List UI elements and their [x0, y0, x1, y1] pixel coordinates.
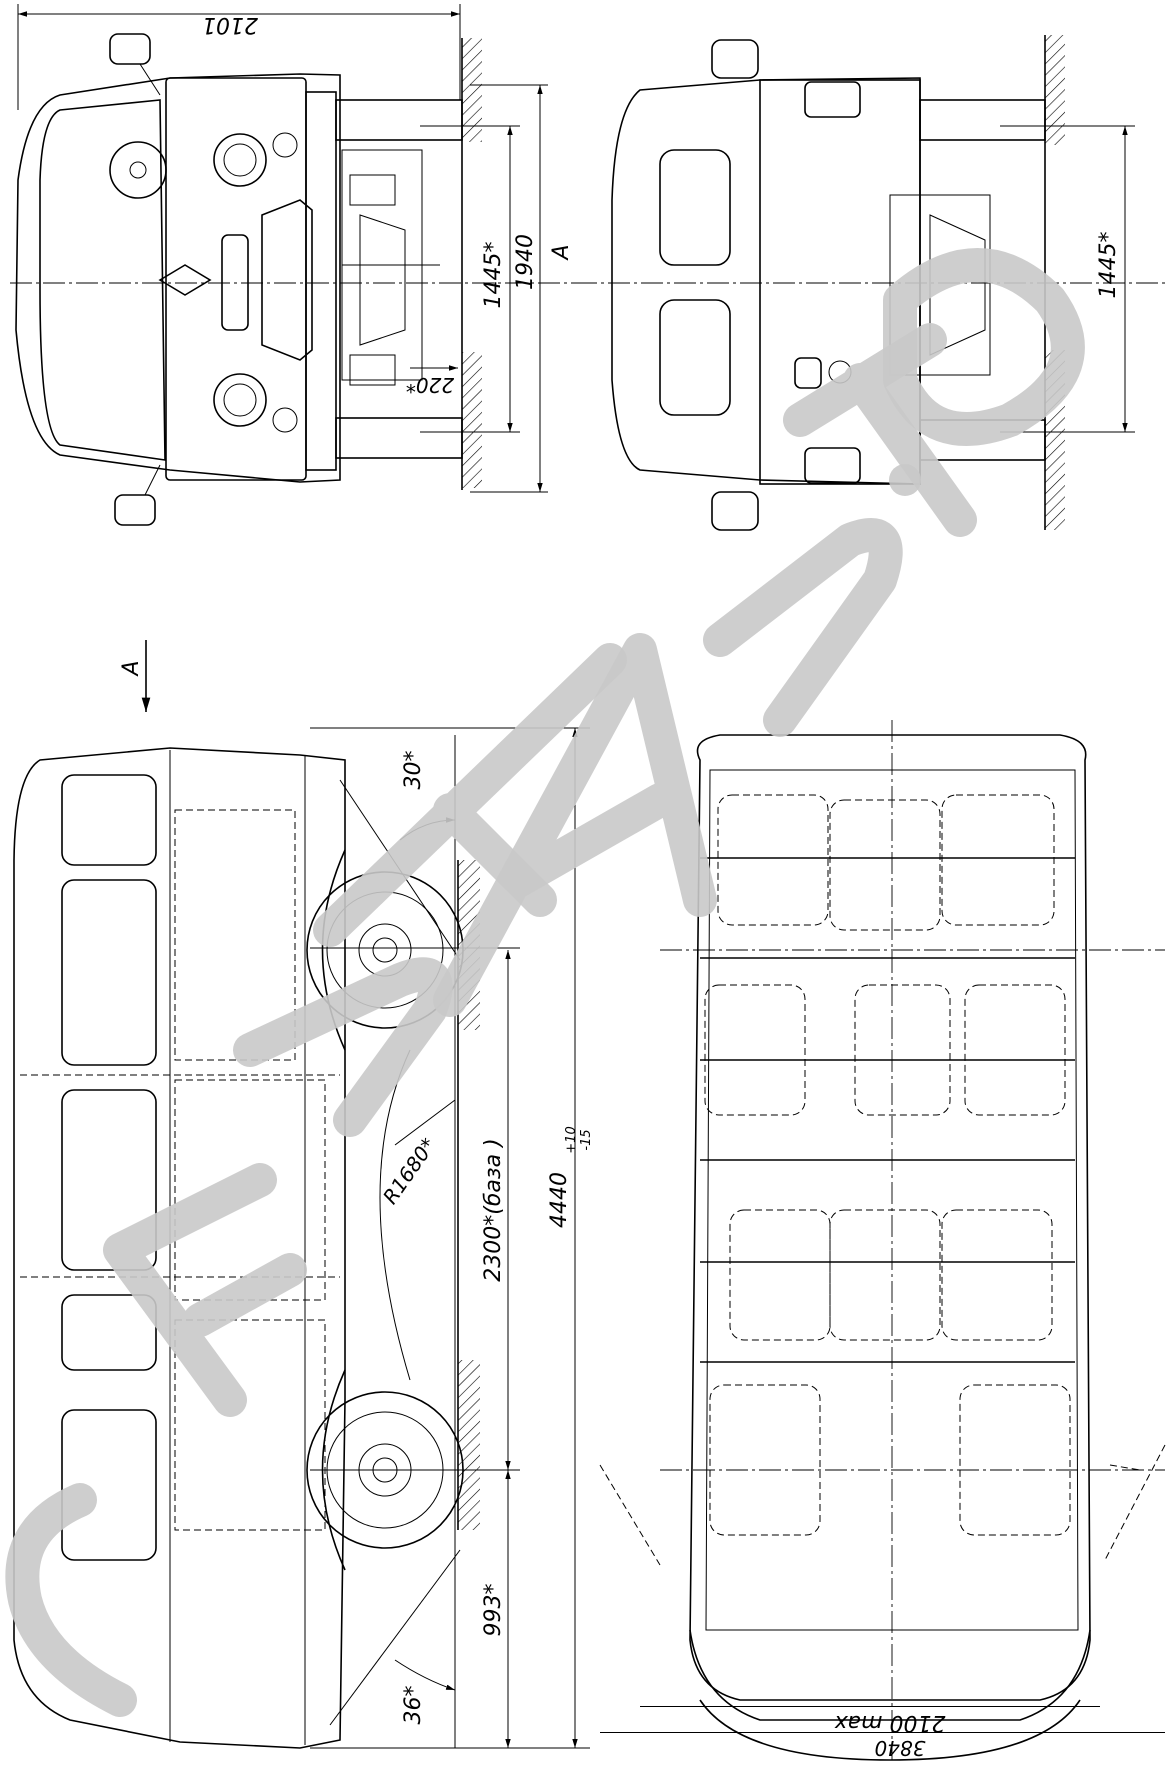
watermark-letter-o: [883, 248, 1085, 446]
dim-front-height: 1940: [513, 234, 538, 290]
rear-mirror-top: [711, 39, 759, 79]
dim-departure-angle: 36*: [401, 1686, 426, 1725]
dim-length-tolerance-plus: +10: [564, 1126, 579, 1153]
rear-ground-hatch-top: [1045, 35, 1065, 145]
watermark-letter-u: [703, 518, 903, 737]
dim-line-width-max: [640, 1706, 1100, 1707]
side-body-outline: [13, 747, 346, 1749]
side-window-1: [61, 774, 157, 866]
rear-view: 1445*: [575, 35, 1165, 531]
rear-window-lower: [659, 299, 731, 416]
side-view: A: [13, 640, 594, 1749]
side-window-2: [61, 879, 157, 1066]
side-window-4: [61, 1294, 157, 1371]
turning-radius-arc: [379, 1049, 411, 1381]
rear-body-outline: [611, 77, 921, 485]
dim-rear-overhang: 993*: [481, 1584, 506, 1637]
ground-hatch-top: [462, 38, 482, 142]
radiator-grille: [261, 199, 313, 361]
ground-hatch-bottom: [462, 352, 482, 488]
rear-window-upper: [659, 149, 731, 266]
watermark-letter-r: [233, 957, 453, 1137]
dim-wheelbase: 2300*(база ): [481, 1138, 506, 1281]
watermark-letter-s: [5, 1483, 137, 1717]
mirror-bottom: [114, 494, 156, 526]
view-label-a-side: A: [119, 660, 144, 677]
mirror-top: [109, 33, 151, 65]
watermark-letter-e: [103, 1163, 307, 1417]
dim-rear-track: 1445*: [1096, 232, 1121, 299]
front-body-outline: [15, 73, 341, 483]
view-label-a-front: A: [549, 244, 574, 261]
dim-mirror-width: 3840: [874, 1736, 926, 1760]
dim-front-width: 2101: [202, 12, 258, 37]
dim-approach-angle: 30*: [401, 751, 426, 790]
dim-length-tolerance-minus: -15: [579, 1129, 594, 1150]
headlight-upper: [213, 133, 267, 187]
dim-line-mirror-width: [600, 1732, 1165, 1733]
dim-front-clearance: 220*: [406, 373, 454, 397]
steering-wheel: [109, 141, 167, 199]
dim-turning-radius: R1680*: [378, 1133, 441, 1208]
rear-mirror-bottom: [711, 491, 759, 531]
logo-emblem: [158, 264, 212, 296]
front-view: 2101 1445* 1940 220* A: [10, 4, 590, 526]
dim-overall-length: 4440: [547, 1172, 572, 1228]
roof-outline: [689, 734, 1091, 1701]
top-view: [599, 720, 1166, 1761]
watermark: [5, 248, 1085, 1717]
side-window-5: [61, 1409, 157, 1561]
side-window-3: [61, 1089, 157, 1271]
watermark-letter-a: [433, 633, 717, 1017]
dim-front-track: 1445*: [481, 242, 506, 309]
front-bumper: [699, 1699, 1081, 1761]
headlight-lower: [213, 373, 267, 427]
